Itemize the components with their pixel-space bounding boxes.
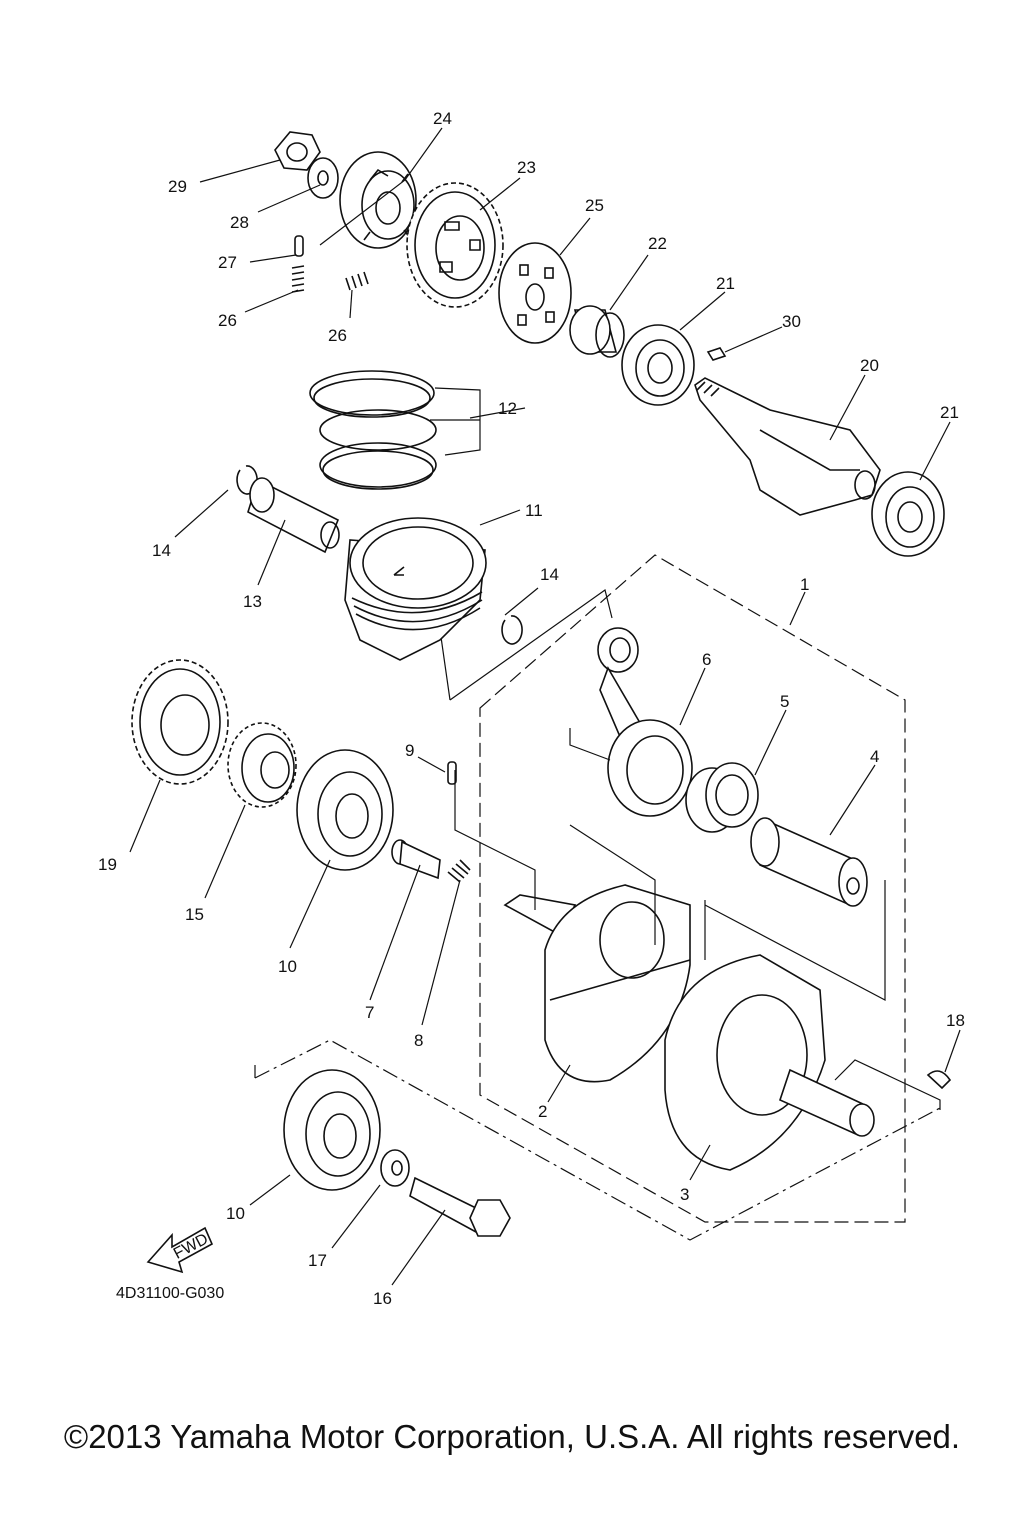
part-15-gear	[227, 722, 297, 808]
label-12: 12	[498, 399, 517, 418]
part-16-bolt	[409, 1176, 511, 1237]
part-18-key	[926, 1070, 952, 1090]
label-18: 18	[946, 1011, 965, 1030]
fwd-arrow-icon: FWD	[146, 1226, 214, 1274]
part-26-spring-left	[291, 265, 305, 293]
label-16: 16	[373, 1289, 392, 1308]
label-26-left: 26	[218, 311, 237, 330]
part-8-spring	[447, 859, 471, 883]
part-7-pin-bolt	[391, 839, 441, 880]
part-20-balancer-shaft	[694, 377, 881, 516]
part-14-clip-right	[501, 615, 523, 645]
label-3: 3	[680, 1185, 689, 1204]
label-15: 15	[185, 905, 204, 924]
label-17: 17	[308, 1251, 327, 1270]
diagram-code: 4D31100-G030	[116, 1285, 224, 1302]
label-21-lower: 21	[940, 403, 959, 422]
label-21-upper: 21	[716, 274, 735, 293]
label-10-upper: 10	[278, 957, 297, 976]
part-30-key	[706, 347, 727, 361]
part-5-needle-bearing	[685, 762, 759, 833]
part-26-spring-right	[345, 271, 369, 291]
part-labels: 24 23 29 28 25 22 27 21 26 26 30 20 12 2…	[98, 109, 965, 1308]
label-14-right: 14	[540, 565, 559, 584]
part-22-collar	[569, 305, 625, 358]
part-11-piston	[344, 517, 487, 661]
part-2-crank-left	[503, 884, 691, 1083]
label-24: 24	[433, 109, 452, 128]
crankshaft-assembly-outline	[254, 554, 941, 1241]
part-6-connecting-rod	[597, 627, 693, 817]
label-28: 28	[230, 213, 249, 232]
label-7: 7	[365, 1003, 374, 1022]
part-29-nut	[274, 131, 321, 171]
part-21-bearing-upper	[621, 324, 695, 406]
label-19: 19	[98, 855, 117, 874]
part-19-gear	[131, 659, 229, 785]
label-11: 11	[525, 501, 543, 520]
part-17-washer	[380, 1149, 410, 1187]
part-10-bearing-lower	[283, 1069, 381, 1191]
label-2: 2	[538, 1102, 547, 1121]
label-6: 6	[702, 650, 711, 669]
part-23-gear	[406, 182, 504, 308]
label-5: 5	[780, 692, 789, 711]
label-25: 25	[585, 196, 604, 215]
label-29: 29	[168, 177, 187, 196]
part-12-piston-rings	[309, 370, 437, 490]
label-14-left: 14	[152, 541, 171, 560]
label-22: 22	[648, 234, 667, 253]
copyright-notice: ©2013 Yamaha Motor Corporation, U.S.A. A…	[63, 1418, 961, 1455]
part-28-lock-washer	[307, 157, 339, 199]
label-23: 23	[517, 158, 536, 177]
part-21-bearing-lower	[871, 471, 945, 557]
label-1: 1	[800, 575, 809, 594]
part-13-piston-pin	[247, 477, 340, 554]
part-27-pin	[294, 235, 304, 257]
label-10-lower: 10	[226, 1204, 245, 1223]
part-10-bearing-upper	[296, 749, 394, 871]
part-3-crank-right	[664, 954, 875, 1171]
label-4: 4	[870, 747, 879, 766]
part-25-plate	[498, 242, 572, 344]
part-4-crank-pin	[750, 817, 868, 907]
label-8: 8	[414, 1031, 423, 1050]
label-26-right: 26	[328, 326, 347, 345]
label-20: 20	[860, 356, 879, 375]
label-30: 30	[782, 312, 801, 331]
label-13: 13	[243, 592, 262, 611]
label-27: 27	[218, 253, 237, 272]
part-9-pin	[447, 761, 457, 785]
label-9: 9	[405, 741, 414, 760]
leader-lines	[129, 127, 961, 1286]
